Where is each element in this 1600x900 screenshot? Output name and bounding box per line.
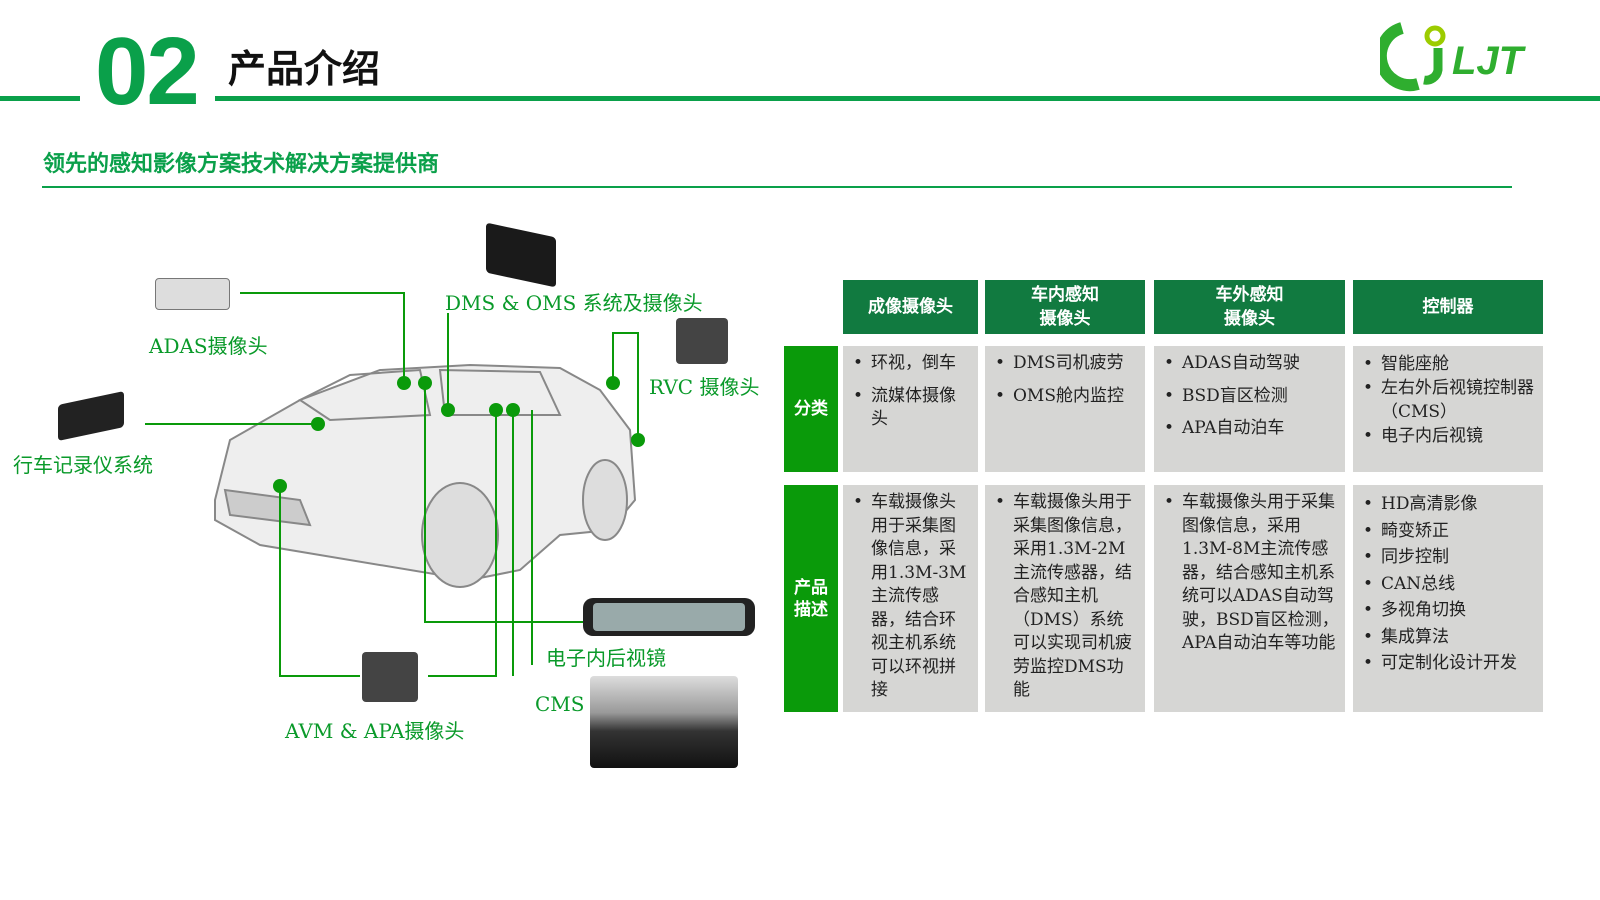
col-header-imaging-camera: 成像摄像头 [843,280,978,334]
adas-camera-image [155,278,230,310]
col-header-exterior-camera: 车外感知 摄像头 [1154,280,1345,334]
rvc-camera-image [676,318,728,364]
label-dvr: 行车记录仪系统 [13,453,153,477]
section-number: 02 [95,18,200,125]
table-cell: 车载摄像头用于采集图像信息，采用1.3M-8M主流传感器，结合感知主机系统可以A… [1154,485,1345,712]
avm-camera-image [362,652,418,702]
label-mirror: 电子内后视镜 [546,646,666,670]
header-rule [215,96,1600,101]
table-cell: 车载摄像头用于采集图像信息，采用1.3M-2M主流传感器，结合感知主机（DMS）… [985,485,1145,712]
table-cell: HD高清影像畸变矫正同步控制CAN总线多视角切换集成算法可定制化设计开发 [1353,485,1543,712]
header-rule-left [0,96,80,101]
label-rvc: RVC 摄像头 [649,375,760,399]
ljt-logo: LJT [1380,22,1527,92]
cms-image [590,676,738,768]
table-cell: 车载摄像头用于采集图像信息，采用1.3M-3M主流传感器，结合环视主机系统可以环… [843,485,978,712]
subtitle-rule [42,186,1512,188]
table-cell: ADAS自动驾驶BSD盲区检测APA自动泊车 [1154,346,1345,472]
label-avm: AVM & APA摄像头 [285,719,465,743]
label-adas: ADAS摄像头 [149,334,268,358]
svg-text:LJT: LJT [1452,39,1527,83]
car-diagram [145,292,645,677]
row-header-category: 分类 [784,346,838,472]
table-cell: 智能座舱左右外后视镜控制器（CMS）电子内后视镜 [1353,346,1543,472]
label-dms: DMS & OMS 系统及摄像头 [445,291,703,315]
rearview-mirror-image [583,598,755,636]
page-title: 产品介绍 [228,47,381,91]
label-cms: CMS [535,692,585,716]
table-cell: 环视，倒车流媒体摄像头 [843,346,978,472]
col-header-controller: 控制器 [1353,280,1543,334]
table-cell: DMS司机疲劳OMS舱内监控 [985,346,1145,472]
col-header-interior-camera: 车内感知 摄像头 [985,280,1145,334]
subtitle: 领先的感知影像方案技术解决方案提供商 [43,151,440,177]
row-header-description: 产品 描述 [784,485,838,712]
